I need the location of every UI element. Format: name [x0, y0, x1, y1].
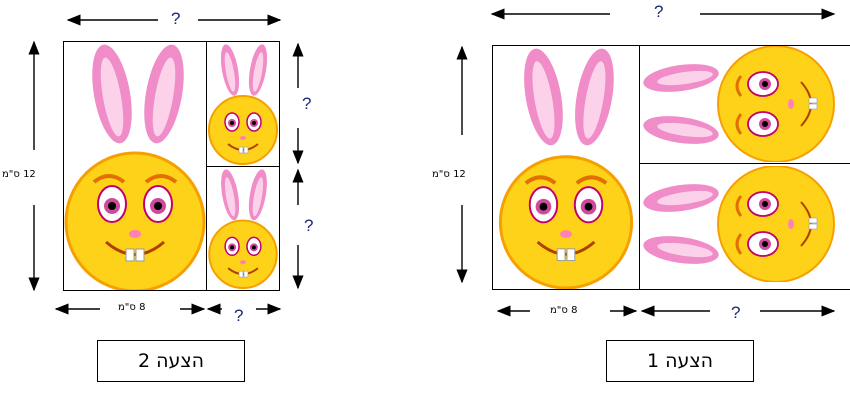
- left-divider-frame-lower: [206, 166, 280, 291]
- right-middle-divider: [640, 163, 850, 164]
- right-left-cell-frame: [492, 45, 640, 290]
- rotated-bunny-lower: [643, 166, 835, 282]
- left-top-question: ?: [171, 9, 181, 28]
- left-bottom-width-label: 8 ס"מ: [118, 302, 146, 313]
- left-right-lower-question: ?: [304, 216, 314, 235]
- rotated-bunny-upper: [643, 46, 835, 162]
- right-top-question: ?: [654, 2, 664, 21]
- right-caption-box: הצעה 1: [606, 340, 754, 382]
- left-caption-box: הצעה 2: [97, 340, 245, 382]
- left-bottom-question: ?: [234, 306, 244, 325]
- right-height-label: 12 ס"מ: [432, 169, 466, 180]
- left-height-label: 12 ס"מ: [2, 169, 36, 180]
- right-bottom-width-label: 8 ס"מ: [550, 305, 578, 316]
- big-bunny-left: [64, 44, 206, 290]
- small-bunny-upper: [208, 44, 278, 165]
- right-bottom-question: ?: [731, 303, 741, 322]
- small-bunny-lower: [208, 169, 278, 290]
- left-right-upper-question: ?: [302, 94, 312, 113]
- right-caption-text: הצעה 1: [646, 350, 714, 372]
- big-bunny-right: [498, 48, 634, 289]
- left-caption-text: הצעה 2: [137, 350, 205, 372]
